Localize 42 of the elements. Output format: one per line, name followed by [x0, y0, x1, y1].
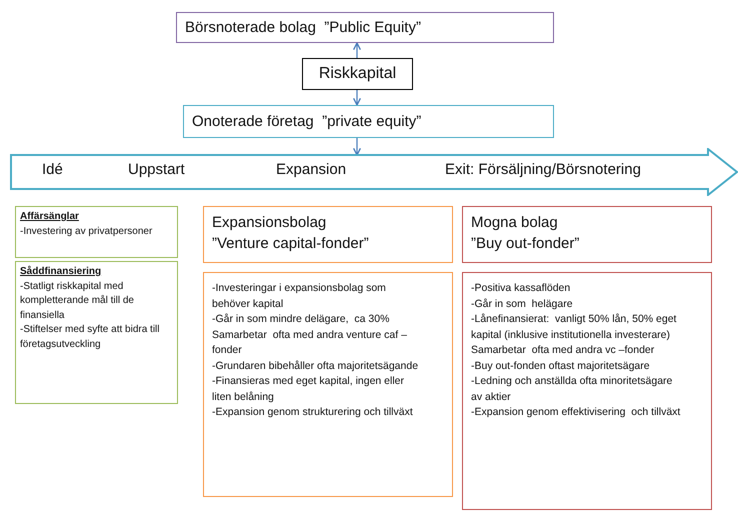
description-box [15, 261, 178, 404]
stage-label: Idé [42, 161, 63, 178]
box-label: Riskkapital [318, 65, 396, 83]
list-item: -Investering av privatpersoner [20, 224, 154, 238]
stage-band [10, 148, 738, 196]
list-item: -Ledning och anställda ofta minoritetsägare av aktier [471, 374, 674, 404]
box-title: Expansionsbolag [212, 213, 328, 233]
list-item: -Positiva kassaflöden [471, 281, 572, 296]
category-box [183, 105, 554, 138]
list-item: -Går in som helägare [471, 296, 574, 312]
list-item: Samarbetar ofta med andra vc –fonder [471, 343, 656, 358]
list-item: -Går in som mindre delägare, ca 30% [212, 312, 390, 327]
box-title: Mogna bolag [471, 213, 559, 233]
list-item: -Finansieras med eget kapital, ingen eller liten belåning [212, 374, 406, 404]
stage-label: Uppstart [128, 161, 185, 178]
list-item: -Lånefinansierat: vanligt 50% lån, 50% eget kapital (inklusive institutionella investerare) [471, 312, 678, 342]
arrow [352, 90, 362, 106]
description-box [462, 272, 712, 510]
list-item: -Expansion genom effektivisering och tillväxt [471, 405, 681, 420]
list-item: -Statligt riskkapital med kompletterande mål till de finansiella [20, 280, 135, 322]
list-item: -Buy out-fonden oftast majoritetsägare [471, 358, 651, 374]
list-item: -Stiftelser med syfte att bidra till företagsutveckling [20, 323, 160, 352]
box-subtitle: ”Venture capital-fonder” [212, 234, 370, 254]
box-subtitle: ”Buy out-fonder” [471, 234, 580, 254]
section-heading: Affärsänglar [20, 210, 80, 224]
section-heading: Såddfinansiering [20, 265, 102, 279]
stage-label: Expansion [276, 161, 346, 178]
category-box [176, 12, 554, 43]
list-item: Samarbetar ofta med andra venture caf –fonder [212, 328, 408, 358]
description-box [15, 206, 178, 258]
label-box [302, 58, 413, 90]
header-box [462, 206, 712, 263]
box-label: Onoterade företag ”private equity” [192, 113, 422, 130]
description-box [203, 272, 453, 497]
arrow [352, 138, 362, 156]
list-item: -Investeringar i expansionsbolag som behöver kapital [212, 281, 387, 312]
stage-label: Exit: Försäljning/Börsnotering [445, 161, 641, 178]
header-box [203, 206, 453, 263]
list-item: -Grundaren bibehåller ofta majoritetsägande [212, 358, 420, 374]
box-label: Börsnoterade bolag ”Public Equity” [185, 19, 421, 36]
list-item: -Expansion genom strukturering och tillväxt [212, 405, 414, 420]
arrow [352, 42, 362, 58]
